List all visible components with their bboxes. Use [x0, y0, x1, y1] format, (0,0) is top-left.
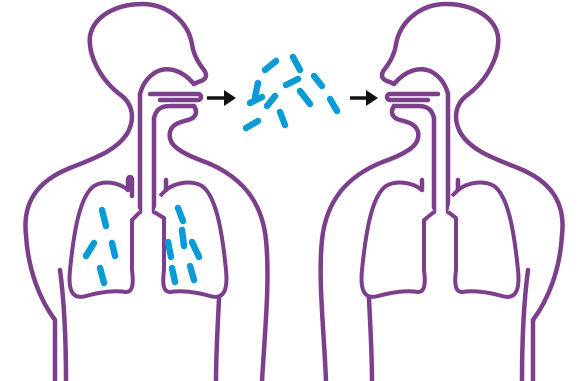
airborne-germs	[246, 57, 337, 128]
lung-germ	[100, 268, 104, 283]
lung-germ	[190, 266, 194, 280]
transmission-arrow-in	[350, 90, 378, 106]
healthy-person-nasal-cavity	[394, 69, 448, 94]
airborne-germ	[250, 97, 262, 103]
airborne-germ	[280, 112, 285, 125]
airborne-germ	[265, 61, 276, 70]
healthy-person-right-lung	[448, 183, 518, 297]
healthy-person-bronchi	[422, 180, 458, 190]
healthy-person-mouth-lower	[394, 106, 434, 118]
healthy-person-mouth-upper	[387, 94, 438, 100]
transmission-arrow-out	[207, 90, 236, 106]
healthy-person-figure	[321, 4, 563, 381]
airborne-germ	[314, 76, 322, 86]
airborne-germ	[267, 96, 275, 106]
lung-germ	[102, 210, 106, 226]
airborne-germ	[293, 57, 300, 70]
healthy-person-trachea	[434, 94, 448, 212]
infected-person-mouth-lower	[154, 106, 194, 118]
airborne-germ	[255, 83, 258, 97]
lung-germ	[168, 242, 171, 257]
airborne-germ	[330, 99, 337, 111]
airborne-germ	[300, 91, 310, 104]
arrow-right-head	[224, 90, 236, 106]
airborne-germ	[246, 121, 258, 128]
lung-germ	[182, 230, 184, 246]
arrow-right-head	[366, 90, 378, 106]
infected-person-left-arm	[60, 270, 66, 381]
lung-germ	[172, 268, 175, 282]
lung-germ	[112, 243, 115, 256]
airborne-germ	[286, 79, 298, 85]
healthy-person-left-lung	[362, 183, 434, 297]
infected-person-nasal-cavity	[140, 69, 194, 94]
healthy-person-right-arm	[522, 270, 528, 381]
infected-person-trachea	[140, 94, 154, 212]
infected-person-figure	[25, 4, 267, 381]
infected-person-mouth-upper	[150, 94, 201, 100]
